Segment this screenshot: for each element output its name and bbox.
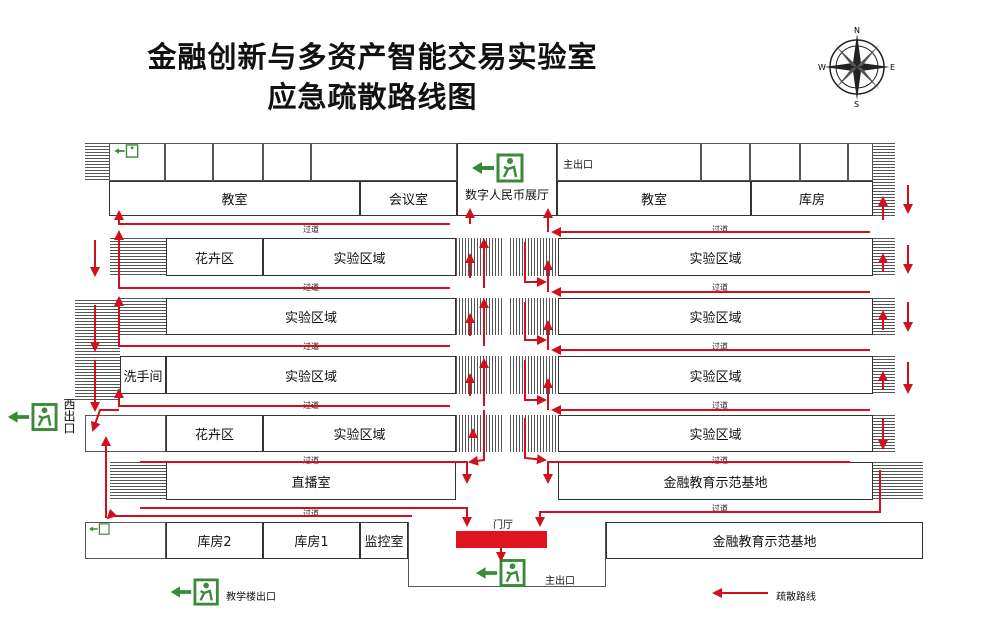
storage-2: 库房2 <box>166 522 263 559</box>
lab-area-l3: 实验区域 <box>166 356 456 394</box>
corridor-label: 过道 <box>712 342 728 351</box>
exit-sign-icon <box>475 559 526 587</box>
live-room: 直播室 <box>166 462 456 500</box>
exit-sign-icon <box>472 153 524 183</box>
compass-s: S <box>854 100 859 108</box>
storage-right: 库房 <box>751 181 873 216</box>
exit-sign-icon <box>89 523 110 535</box>
room-cell <box>165 143 213 181</box>
room-cell <box>557 143 701 181</box>
room-cell <box>701 143 750 181</box>
classroom-left: 教室 <box>109 181 360 216</box>
storage-1: 库房1 <box>263 522 360 559</box>
washroom: 洗手间 <box>120 356 166 394</box>
edu-base-1: 金融教育示范基地 <box>558 462 873 500</box>
corridor-label: 过道 <box>712 504 728 513</box>
west-exit-label: 西出口 <box>62 398 76 434</box>
corridor-label: 过道 <box>303 456 319 465</box>
exit-sign-icon <box>7 403 58 431</box>
room-cell <box>848 143 873 181</box>
map-subtitle: 应急疏散路线图 <box>267 80 478 114</box>
lab-area-l4: 实验区域 <box>263 415 456 452</box>
stairs <box>120 298 166 335</box>
stairs <box>85 143 109 181</box>
edu-base-2: 金融教育示范基地 <box>606 522 923 559</box>
lab-area-r3: 实验区域 <box>558 356 873 394</box>
lab-area-l1: 实验区域 <box>263 238 456 276</box>
exit-sign-icon <box>114 144 139 158</box>
main-exit-bottom-label: 主出口 <box>545 576 575 587</box>
room-cell <box>311 143 457 181</box>
flower-area-1: 花卉区 <box>166 238 263 276</box>
compass-n: N <box>854 26 860 35</box>
legend-exit-label: 教学楼出口 <box>226 592 276 603</box>
room-cell <box>213 143 263 181</box>
classroom-right: 教室 <box>557 181 751 216</box>
reception-desk <box>456 531 547 548</box>
room-cell <box>800 143 848 181</box>
compass-e: E <box>890 63 895 72</box>
flower-area-2: 花卉区 <box>166 415 263 452</box>
corridor-label: 过道 <box>303 509 319 518</box>
room-cell <box>85 522 166 559</box>
compass-icon: N S W E <box>818 26 895 108</box>
stairs <box>510 415 558 452</box>
lab-area-l2: 实验区域 <box>166 298 456 335</box>
legend-exit-icon <box>170 578 219 606</box>
lab-area-r4: 实验区域 <box>558 415 873 452</box>
stairs <box>110 462 166 500</box>
lobby-label: 门厅 <box>493 520 513 531</box>
corridor-label: 过道 <box>712 225 728 234</box>
map-title: 金融创新与多资产智能交易实验室 <box>147 40 598 74</box>
stairs <box>873 462 923 500</box>
compass-w: W <box>818 63 826 72</box>
stairs <box>456 415 504 452</box>
west-exit-text: 西出口 <box>62 398 76 434</box>
room-cell <box>750 143 800 181</box>
corridor-label: 过道 <box>712 283 728 292</box>
legend-route-label: 疏散路线 <box>776 592 816 603</box>
corridor-label: 过道 <box>303 225 319 234</box>
corridor-label: 过道 <box>712 456 728 465</box>
meeting-room: 会议室 <box>360 181 457 216</box>
lab-area-r1: 实验区域 <box>558 238 873 276</box>
lab-area-r2: 实验区域 <box>558 298 873 335</box>
monitor-room: 监控室 <box>360 522 408 559</box>
room-cell <box>263 143 311 181</box>
corridor-label: 过道 <box>712 401 728 410</box>
rmb-hall-label: 数字人民币展厅 <box>464 188 549 202</box>
legend-route-arrow-icon <box>712 588 768 598</box>
main-exit-top-label: 主出口 <box>563 160 593 171</box>
